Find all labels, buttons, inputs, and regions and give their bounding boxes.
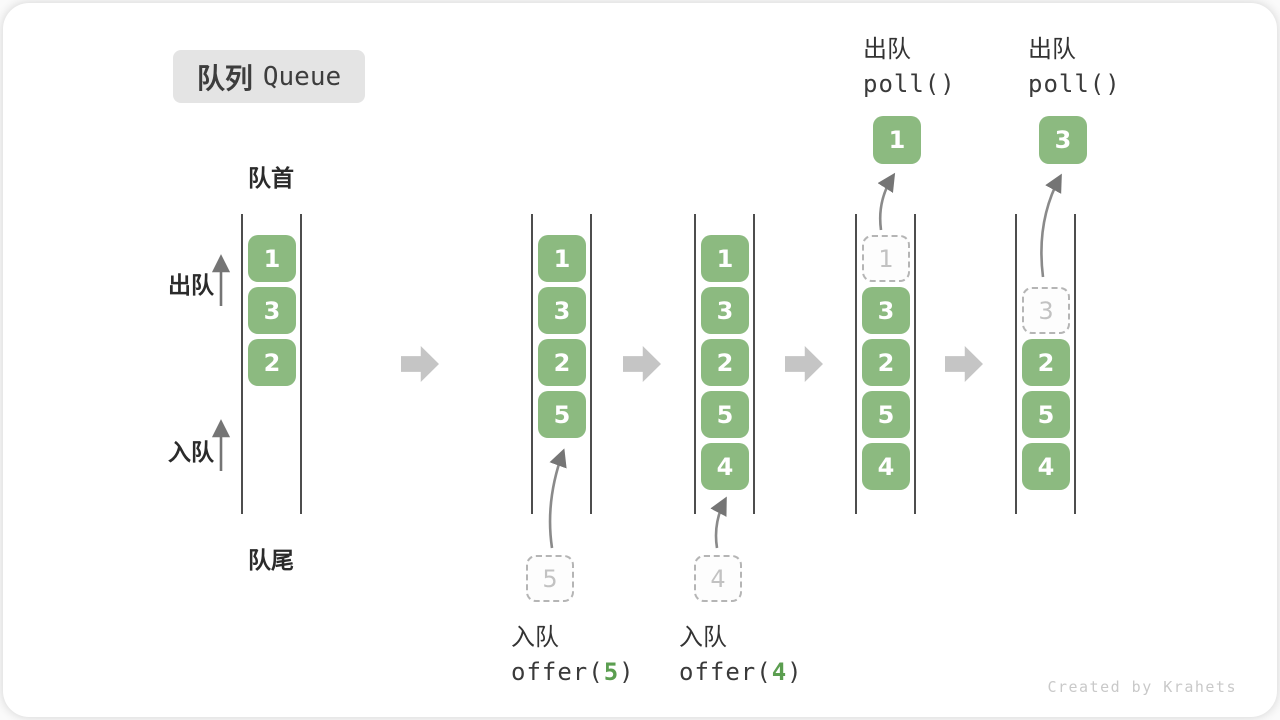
queue-cell: 5 [538, 391, 586, 438]
op-code-text: poll() [1028, 70, 1121, 98]
queue-cell: 4 [701, 443, 749, 490]
dequeue-curved-arrow-icon [877, 172, 896, 231]
enqueue-label: 入队 [168, 439, 214, 465]
op-action-text: 入队 [511, 624, 559, 651]
queue-cell-ghost: 3 [1022, 287, 1070, 334]
enqueue-curved-arrow-icon [548, 448, 567, 549]
code-suffix: ) [619, 658, 635, 686]
step-arrow-icon [945, 346, 983, 382]
enqueue-cell-ghost: 4 [694, 555, 742, 602]
queue-cell: 5 [701, 391, 749, 438]
queue-cell: 5 [862, 391, 910, 438]
title-zh: 队列 [196, 62, 253, 94]
queue-cell: 1 [701, 235, 749, 282]
enqueue-cell-ghost: 5 [526, 555, 574, 602]
dequeue-label: 出队 [168, 272, 214, 298]
queue-state-4: 1 3 2 5 4 [855, 214, 916, 514]
code-arg: 4 [771, 658, 788, 686]
queue-cell: 2 [1022, 339, 1070, 386]
step-arrow-icon [623, 346, 661, 382]
queue-cell: 2 [701, 339, 749, 386]
op-action-text: 出队 [863, 36, 911, 63]
queue-cell: 3 [701, 287, 749, 334]
queue-cell: 4 [1022, 443, 1070, 490]
watermark: Created by Krahets [1047, 678, 1237, 696]
dequeued-cell: 1 [873, 116, 921, 164]
queue-rear-label: 队尾 [248, 547, 294, 573]
operation-label-poll-2: 出队 poll() [1028, 33, 1121, 101]
code-suffix: ) [787, 658, 803, 686]
op-code-text: offer(5) [511, 655, 635, 689]
queue-cell: 3 [248, 287, 296, 334]
op-code-text: poll() [863, 70, 956, 98]
queue-cell: 1 [538, 235, 586, 282]
queue-cell: 2 [248, 339, 296, 386]
diagram-canvas: 队列 Queue 队首 队尾 出队 入队 1 3 2 1 3 2 5 5 入队 … [3, 3, 1277, 717]
op-action-text: 入队 [679, 624, 727, 651]
queue-cell: 1 [248, 235, 296, 282]
step-arrow-icon [401, 346, 439, 382]
queue-cell: 3 [862, 287, 910, 334]
queue-cell: 4 [862, 443, 910, 490]
title-en: Queue [262, 61, 342, 92]
enqueue-curved-arrow-icon [710, 496, 727, 549]
op-code-text: offer(4) [679, 655, 803, 689]
code-prefix: offer( [679, 658, 772, 686]
title-badge: 队列 Queue [173, 50, 365, 103]
queue-state-1: 1 3 2 [241, 214, 302, 514]
queue-front-label: 队首 [248, 165, 294, 191]
step-arrow-icon [785, 346, 823, 382]
queue-state-3: 1 3 2 5 4 [694, 214, 755, 514]
code-prefix: offer( [511, 658, 604, 686]
queue-cell-ghost: 1 [862, 235, 910, 282]
dequeue-arrow-up-icon [211, 254, 231, 306]
code-arg: 5 [603, 658, 620, 686]
queue-state-2: 1 3 2 5 [531, 214, 592, 514]
dequeued-cell: 3 [1039, 116, 1087, 164]
dequeue-curved-arrow-icon [1040, 173, 1062, 278]
queue-state-5: 3 2 5 4 [1015, 214, 1076, 514]
queue-cell: 2 [538, 339, 586, 386]
queue-cell: 3 [538, 287, 586, 334]
operation-label-offer5: 入队 offer(5) [511, 621, 635, 689]
enqueue-arrow-up-icon [211, 419, 231, 471]
operation-label-offer4: 入队 offer(4) [679, 621, 803, 689]
op-action-text: 出队 [1028, 36, 1076, 63]
queue-cell: 5 [1022, 391, 1070, 438]
operation-label-poll-1: 出队 poll() [863, 33, 956, 101]
queue-cell: 2 [862, 339, 910, 386]
